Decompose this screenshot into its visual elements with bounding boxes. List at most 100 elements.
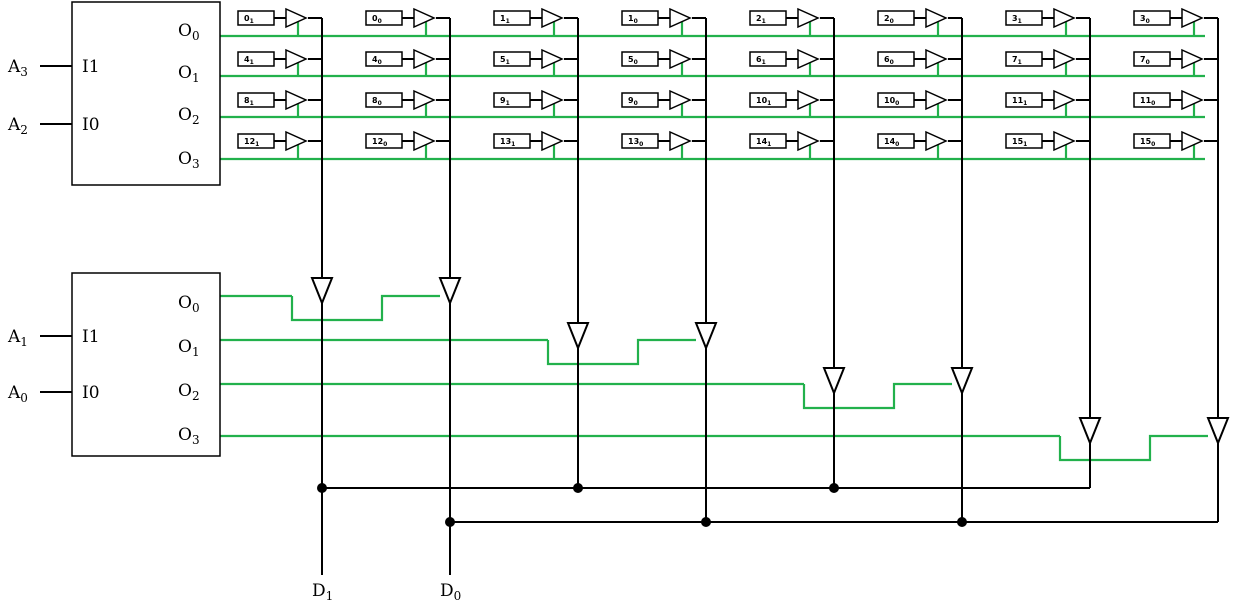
memory-cell-label: 51 <box>500 55 510 66</box>
memory-cell <box>365 92 403 108</box>
memory-cell <box>877 10 915 26</box>
memory-cell-label: 30 <box>1140 14 1150 25</box>
memory-cell-label: 100 <box>884 96 899 107</box>
group-select-line <box>290 294 440 322</box>
tristate-buffer <box>797 7 820 29</box>
memory-cell-label: 111 <box>1012 96 1027 107</box>
memory-cell <box>365 10 403 26</box>
junction-dot <box>829 483 839 493</box>
tristate-buffer <box>541 48 564 70</box>
junction-dot <box>445 517 455 527</box>
memory-cell-label: 121 <box>244 137 259 148</box>
memory-cell-label: 41 <box>244 55 254 66</box>
tristate-buffer <box>797 48 820 70</box>
column-select-buffer <box>1078 417 1102 446</box>
memory-cell <box>1005 92 1043 108</box>
memory-cell <box>493 10 531 26</box>
data-wires <box>40 17 1219 575</box>
pin-label-i0: I0 <box>82 115 100 135</box>
group-select-line <box>802 382 952 410</box>
memory-cell-label: 40 <box>372 55 382 66</box>
memory-cell <box>877 51 915 67</box>
tristate-buffer <box>1053 48 1076 70</box>
memory-cell-label: 11 <box>500 14 510 25</box>
tristate-buffer <box>669 7 692 29</box>
tristate-buffer <box>541 130 564 152</box>
input-label-a0: A0 <box>7 383 28 405</box>
memory-cell <box>365 133 403 149</box>
memory-cell-label: 140 <box>884 137 899 148</box>
column-select-buffer <box>694 322 718 351</box>
components <box>71 1 1230 527</box>
column-select-buffer <box>438 277 462 306</box>
memory-cell <box>1133 51 1171 67</box>
decoder-output-label: O2 <box>178 381 200 403</box>
tristate-buffer <box>925 130 948 152</box>
memory-cell-label: 20 <box>884 14 894 25</box>
tristate-buffer <box>669 130 692 152</box>
input-label-a1: A1 <box>7 327 28 349</box>
memory-cell <box>237 51 275 67</box>
memory-cell-label: 120 <box>372 137 387 148</box>
tristate-buffer <box>541 7 564 29</box>
decoder-output-label: O1 <box>178 63 200 85</box>
decoder-output-label: O3 <box>178 149 200 171</box>
memory-cell-label: 90 <box>628 96 638 107</box>
memory-cell <box>749 92 787 108</box>
tristate-buffer <box>925 89 948 111</box>
input-label-a2: A2 <box>7 115 28 137</box>
column-select-buffer <box>950 367 974 396</box>
group-select-line <box>1058 434 1208 462</box>
decoder-output-label: O0 <box>178 293 200 315</box>
tristate-buffer <box>285 89 308 111</box>
junction-dot <box>573 483 583 493</box>
junction-dot <box>701 517 711 527</box>
tristate-buffer <box>669 48 692 70</box>
column-select-buffer <box>566 322 590 351</box>
memory-cell <box>1133 92 1171 108</box>
tristate-buffer <box>669 89 692 111</box>
memory-cell-label: 141 <box>756 137 771 148</box>
memory-cell-label: 81 <box>244 96 254 107</box>
tristate-buffer <box>925 48 948 70</box>
tristate-buffer <box>797 130 820 152</box>
tristate-buffer <box>797 89 820 111</box>
labels: 0141811210040801201151911311050901302161… <box>7 14 1155 603</box>
tristate-buffer <box>1181 89 1204 111</box>
memory-cell <box>1005 10 1043 26</box>
decoder-output-label: O1 <box>178 337 200 359</box>
pin-label-i0: I0 <box>82 383 100 403</box>
memory-cell <box>1133 133 1171 149</box>
pin-label-i1: I1 <box>82 327 100 347</box>
decoder-top <box>71 1 221 186</box>
column-select-buffer <box>1206 417 1230 446</box>
memory-cell-label: 21 <box>756 14 766 25</box>
junction-dot <box>317 483 327 493</box>
memory-cell <box>877 133 915 149</box>
memory-cell-label: 01 <box>244 14 254 25</box>
memory-cell <box>237 92 275 108</box>
input-label-a3: A3 <box>7 57 28 79</box>
column-select-buffer <box>310 277 334 306</box>
memory-cell <box>749 10 787 26</box>
decoder-output-label: O2 <box>178 105 200 127</box>
memory-cell <box>493 133 531 149</box>
select-lines <box>220 22 1208 462</box>
memory-cell <box>237 133 275 149</box>
memory-cell-label: 151 <box>1012 137 1027 148</box>
memory-cell <box>621 10 659 26</box>
tristate-buffer <box>285 7 308 29</box>
tristate-buffer <box>1181 7 1204 29</box>
group-select-line <box>546 338 696 366</box>
output-label-d1: D1 <box>312 581 333 603</box>
tristate-buffer <box>1181 130 1204 152</box>
memory-cell-label: 80 <box>372 96 382 107</box>
memory-cell <box>749 51 787 67</box>
tristate-buffer <box>413 48 436 70</box>
tristate-buffer <box>1053 89 1076 111</box>
memory-cell <box>749 133 787 149</box>
memory-cell <box>493 51 531 67</box>
memory-cell-label: 71 <box>1012 55 1022 66</box>
tristate-buffer <box>413 89 436 111</box>
